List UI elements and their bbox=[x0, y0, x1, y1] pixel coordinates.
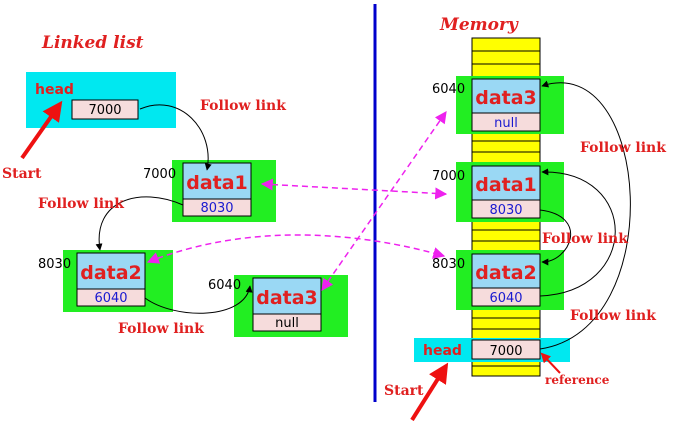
memory-node1-address: 7000 bbox=[432, 169, 465, 184]
memory-node-data3: data3 null bbox=[456, 76, 564, 134]
left-node3-address: 6040 bbox=[208, 278, 241, 293]
memory-node2-data: data2 bbox=[475, 262, 537, 284]
left-title: Linked list bbox=[41, 33, 144, 53]
reference-label: reference bbox=[545, 373, 610, 387]
memory-node1-link: 8030 bbox=[489, 203, 522, 218]
left-node3-data: data3 bbox=[256, 287, 318, 309]
memory-link-head-to-node1 bbox=[539, 80, 631, 350]
left-node2-address: 8030 bbox=[38, 257, 71, 272]
left-head-value: 7000 bbox=[88, 103, 121, 118]
left-follow-link-2: Follow link bbox=[38, 196, 124, 212]
left-node1-link: 8030 bbox=[200, 201, 233, 216]
memory-start-label: Start bbox=[384, 383, 424, 399]
memory-node-data2: data2 6040 bbox=[456, 250, 564, 310]
memory-node2-link: 6040 bbox=[489, 291, 522, 306]
memory-node3-data: data3 bbox=[475, 87, 537, 109]
memory-node3-link: null bbox=[494, 116, 518, 131]
memory-node2-address: 8030 bbox=[432, 257, 465, 272]
left-link-node1-to-node2 bbox=[95, 196, 184, 251]
mapping-arrow-data3 bbox=[321, 111, 447, 291]
memory-start-arrow bbox=[410, 362, 449, 421]
reference-arrow bbox=[540, 352, 561, 374]
memory-head-label: head bbox=[423, 343, 462, 359]
left-node2-link: 6040 bbox=[94, 291, 127, 306]
left-head-label: head bbox=[35, 82, 74, 98]
left-start-arrow bbox=[20, 100, 63, 160]
memory-node-data1: data1 8030 bbox=[456, 162, 564, 222]
left-link-node2-to-node3 bbox=[144, 285, 253, 314]
memory-link-node2-to-node3 bbox=[539, 168, 616, 297]
memory-head-value: 7000 bbox=[489, 344, 522, 359]
left-node2-data: data2 bbox=[80, 262, 142, 284]
mapping-arrow-data2 bbox=[146, 234, 446, 264]
left-node3-link: null bbox=[275, 316, 299, 331]
right-title: Memory bbox=[439, 15, 519, 35]
left-start-label: Start bbox=[2, 166, 42, 182]
memory-node1-data: data1 bbox=[475, 174, 537, 196]
left-node-data3: data3 null bbox=[234, 275, 348, 337]
mapping-arrow-data1 bbox=[260, 178, 448, 200]
left-node-data2: data2 6040 bbox=[63, 250, 173, 312]
left-follow-link-1: Follow link bbox=[200, 98, 286, 114]
memory-follow-link-1: Follow link bbox=[580, 140, 666, 156]
left-node-data1: data1 8030 bbox=[172, 160, 276, 222]
memory-follow-link-2: Follow link bbox=[542, 231, 628, 247]
memory-link-node1-to-node2 bbox=[539, 209, 572, 266]
memory-follow-link-3: Follow link bbox=[570, 308, 656, 324]
left-node1-data: data1 bbox=[186, 172, 248, 194]
left-node1-address: 7000 bbox=[143, 167, 176, 182]
left-follow-link-3: Follow link bbox=[118, 321, 204, 337]
memory-node3-address: 6040 bbox=[432, 82, 465, 97]
left-link-head-to-node1 bbox=[139, 104, 212, 171]
